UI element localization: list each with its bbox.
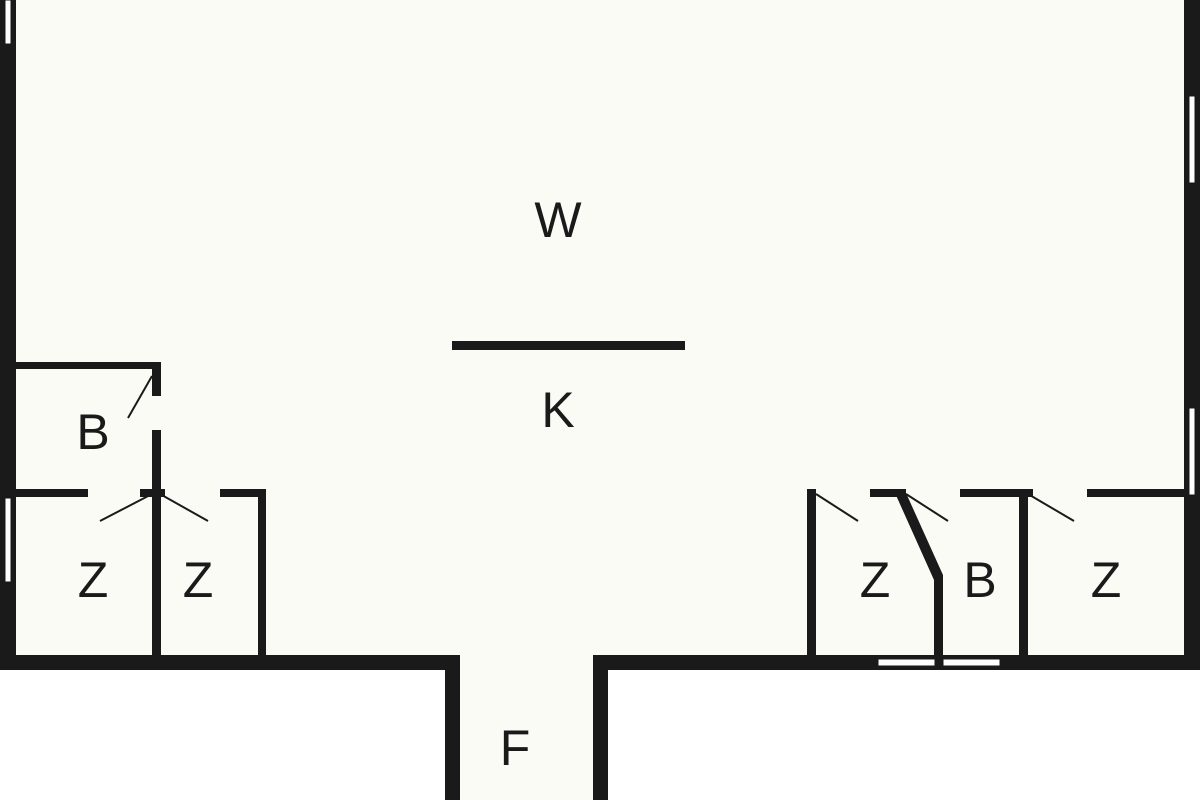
window	[4, 0, 12, 45]
room-label-bedroom-right-1: Z	[860, 552, 891, 608]
room-label-bedroom-left-1: Z	[78, 552, 109, 608]
window	[942, 658, 1001, 667]
door-swing	[127, 375, 153, 419]
door-swing	[815, 493, 859, 522]
window	[1188, 407, 1196, 496]
room-label-bedroom-right-2: Z	[1091, 552, 1122, 608]
hallway-floor	[460, 655, 593, 800]
room-label-bath-right: B	[963, 552, 996, 608]
room-label-bath-left: B	[76, 404, 109, 460]
door-swing	[1027, 493, 1075, 522]
window	[4, 497, 12, 583]
doors	[99, 375, 1075, 522]
windows	[4, 0, 1196, 667]
interior-walls	[16, 341, 1184, 655]
room-label-living: W	[534, 192, 582, 248]
door-swing	[159, 493, 209, 522]
kitchen-divider	[452, 341, 685, 350]
interior-floor	[16, 0, 1184, 658]
room-label-bedroom-left-2: Z	[183, 552, 214, 608]
window	[877, 658, 936, 667]
door-swing	[99, 493, 153, 522]
room-label-kitchen: K	[541, 382, 574, 438]
room-label-hallway: F	[500, 720, 531, 776]
window	[1188, 95, 1196, 184]
door-swing	[905, 493, 949, 522]
